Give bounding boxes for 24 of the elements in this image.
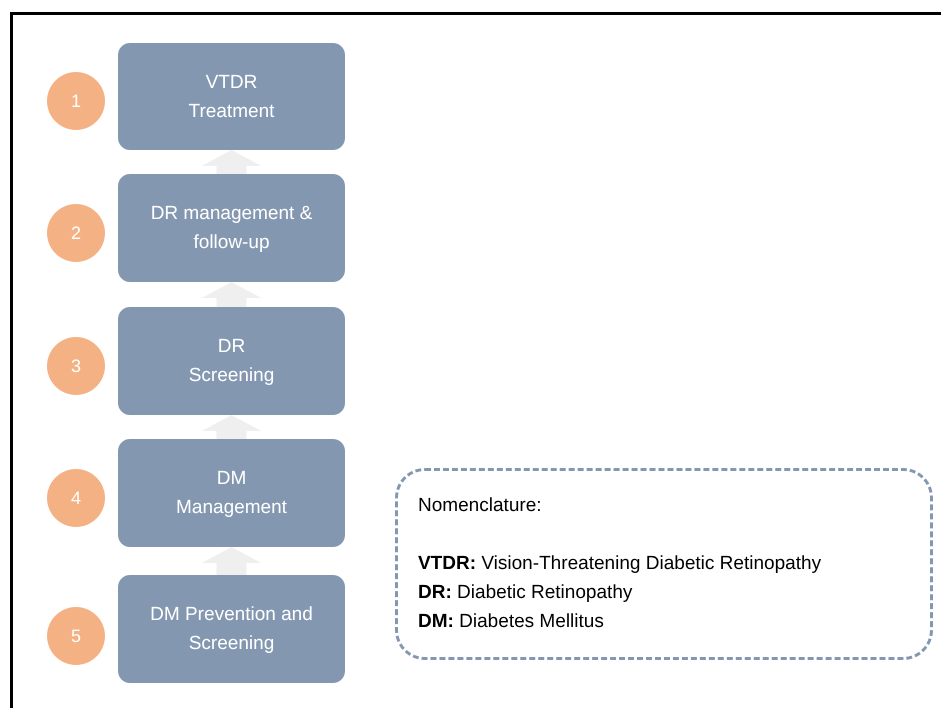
step-number: 4	[70, 488, 81, 508]
nomenclature-panel	[395, 468, 933, 660]
box-label: DM Prevention and Screening	[149, 603, 314, 656]
process-box	[118, 575, 345, 683]
box-label: DM Management	[175, 467, 288, 520]
box-label: DR Screening	[188, 335, 276, 388]
definition-text: DM: Diabetes Mellitus	[418, 610, 605, 634]
process-box	[118, 307, 345, 415]
block-arrow	[202, 415, 262, 439]
box-label: DR management & follow-up	[150, 202, 314, 255]
step-number: 3	[70, 356, 81, 376]
process-box	[118, 174, 345, 282]
step-number: 2	[70, 222, 81, 244]
box-label: VTDR Treatment	[188, 70, 276, 124]
step-number: 1	[70, 90, 81, 112]
definition-text: VTDR: Vision-Threatening Diabetic Retinopathy	[418, 552, 822, 576]
definition-text: DR: Diabetic Retinopathy	[418, 581, 634, 605]
step-number: 5	[70, 626, 81, 646]
process-box	[118, 43, 345, 150]
block-arrow	[202, 150, 262, 174]
process-box	[118, 439, 345, 547]
panel-heading: Nomenclature:	[418, 494, 543, 518]
block-arrow	[202, 547, 262, 575]
block-arrow	[202, 282, 262, 307]
